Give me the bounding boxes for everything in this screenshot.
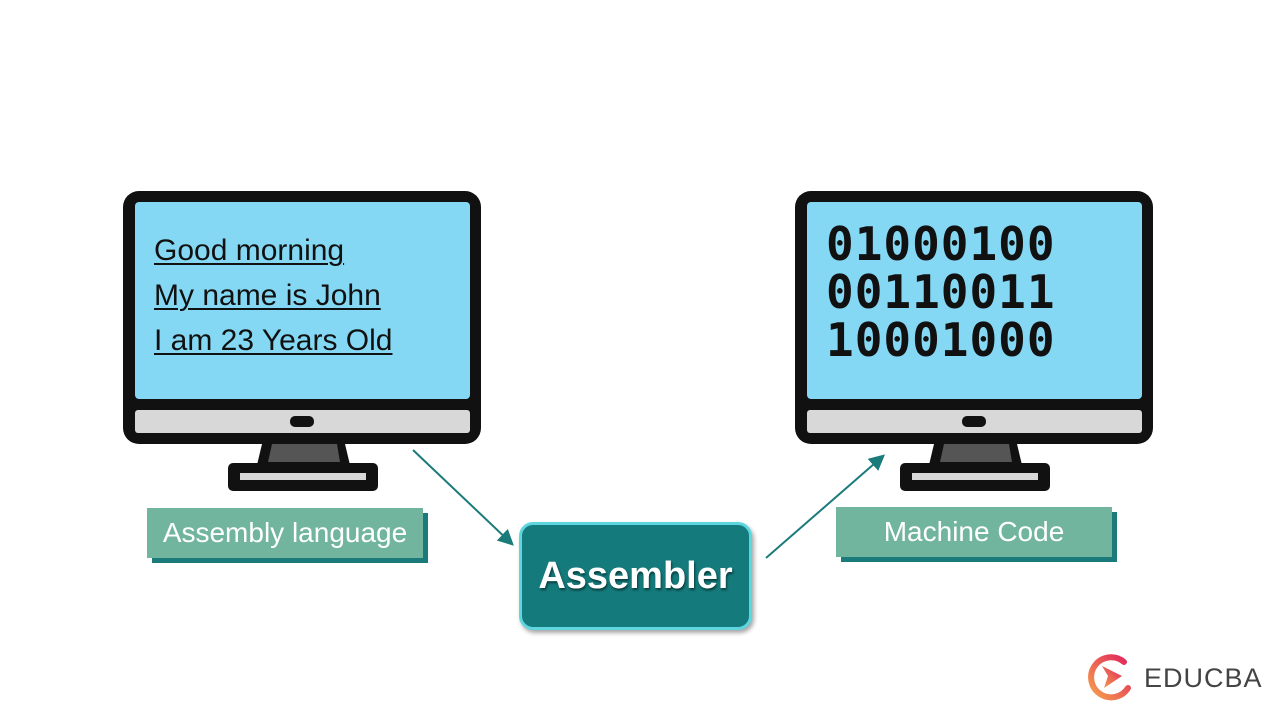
assembler-box: Assembler (519, 522, 752, 630)
assembly-line: Good morning (154, 234, 345, 267)
binary-line: 10001000 (826, 313, 1056, 367)
left-monitor-icon (123, 191, 481, 491)
right-monitor-icon (795, 191, 1153, 491)
binary-line: 00110011 (826, 265, 1056, 319)
educba-logo-icon (1088, 654, 1131, 701)
arrow-to-machine-code (765, 454, 886, 559)
binary-text: 01000100 00110011 10001000 (826, 220, 1056, 364)
assembly-line: I am 23 Years Old (154, 324, 393, 357)
binary-line: 01000100 (826, 217, 1056, 271)
assembly-line: My name is John (154, 279, 381, 312)
educba-logo-text: EDUCBA (1144, 662, 1263, 693)
arrow-to-assembler (412, 449, 514, 546)
machine-code-label: Machine Code (836, 507, 1112, 557)
assembly-language-label: Assembly language (147, 508, 423, 558)
assembly-text: Good morning My name is John I am 23 Yea… (154, 228, 392, 363)
educba-logo: EDUCBA (1084, 652, 1263, 704)
